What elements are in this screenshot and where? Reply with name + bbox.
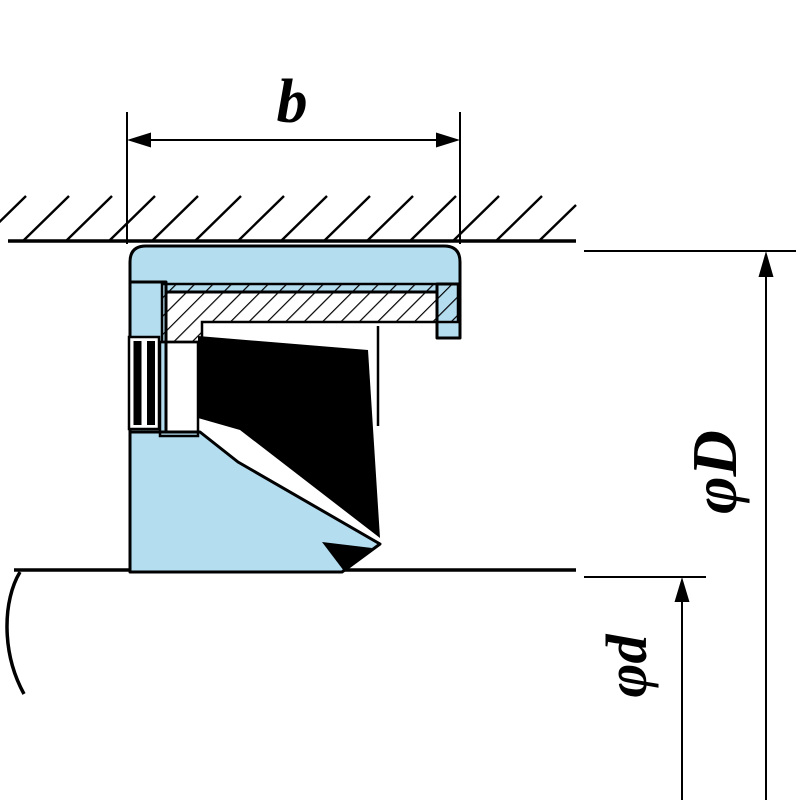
housing-hatching	[0, 195, 577, 242]
housing-surface	[0, 195, 577, 243]
lip-contact-point	[322, 542, 372, 571]
shaft-diameter-dimension: φd	[584, 576, 706, 800]
shaft-diameter-label: φd	[594, 634, 659, 698]
sealing-lip	[198, 336, 380, 538]
shaft-end-curve	[5, 571, 26, 695]
width-label: b	[277, 68, 308, 136]
metal-insert-case	[160, 282, 460, 344]
garter-spring-coil-right	[147, 341, 155, 425]
seal-outer-top-band	[128, 244, 462, 294]
outer-diameter-arrow	[758, 251, 774, 277]
garter-spring-coil-left	[133, 341, 142, 425]
width-dimension: b	[126, 68, 461, 244]
outer-diameter-label: φD	[679, 430, 750, 514]
garter-spring	[127, 335, 161, 431]
shaft	[5, 568, 576, 695]
shaft-diameter-arrow	[674, 577, 690, 602]
width-arrow-left	[127, 132, 151, 148]
width-arrow-right	[436, 132, 460, 148]
outer-diameter-dimension: φD	[584, 250, 796, 800]
seal-lip-base	[128, 430, 382, 574]
